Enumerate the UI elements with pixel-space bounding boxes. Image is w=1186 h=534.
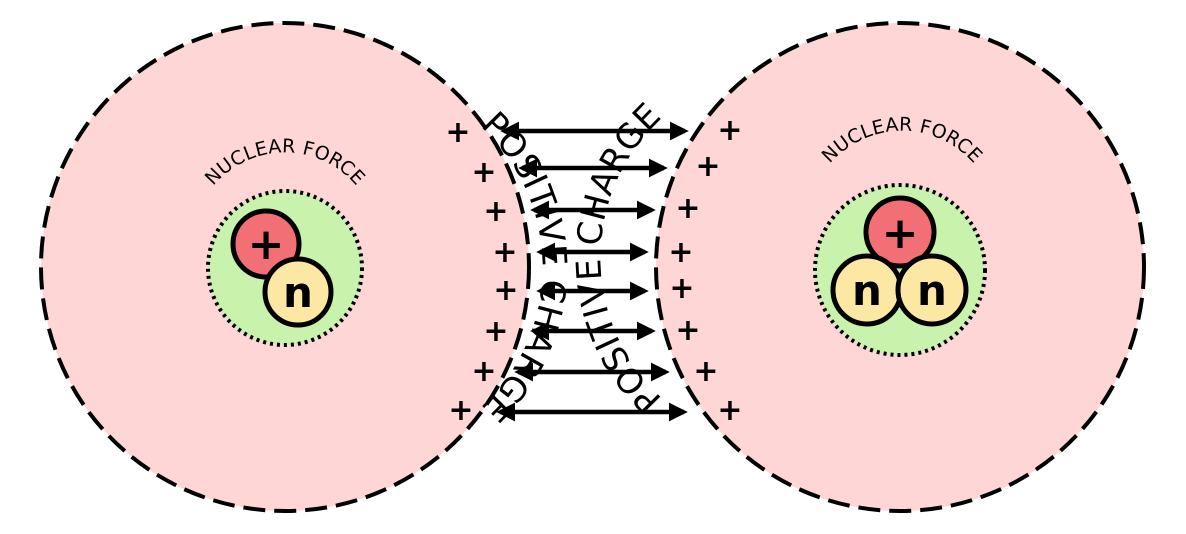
charge-plus-symbol: + bbox=[471, 155, 496, 190]
neutron-n-symbol: n bbox=[283, 268, 313, 317]
charge-plus-symbol: + bbox=[695, 149, 720, 184]
charge-plus-symbol: + bbox=[483, 194, 508, 229]
neutron-n-symbol: n bbox=[852, 266, 882, 315]
left-surface-charges: + + + + + + + + bbox=[445, 115, 518, 428]
charge-plus-symbol: + bbox=[675, 191, 700, 226]
charge-plus-symbol: + bbox=[693, 354, 718, 389]
charge-plus-symbol: + bbox=[668, 235, 693, 270]
charge-plus-symbol: + bbox=[471, 354, 496, 389]
charge-plus-symbol: + bbox=[483, 314, 508, 349]
charge-plus-symbol: + bbox=[492, 235, 517, 270]
left-neutron: n bbox=[262, 256, 334, 328]
right-neutron-right: n bbox=[895, 253, 969, 327]
charge-plus-symbol: + bbox=[675, 313, 700, 348]
proton-plus-symbol: + bbox=[248, 219, 285, 270]
charge-plus-symbol: + bbox=[445, 115, 470, 150]
charge-plus-symbol: + bbox=[448, 393, 473, 428]
repulsion-arrows bbox=[496, 121, 689, 422]
right-proton: + bbox=[863, 195, 937, 269]
charge-plus-symbol: + bbox=[669, 271, 694, 306]
charge-plus-symbol: + bbox=[717, 393, 742, 428]
charge-plus-symbol: + bbox=[493, 273, 518, 308]
neutron-n-symbol: n bbox=[917, 266, 947, 315]
proton-plus-symbol: + bbox=[882, 208, 919, 259]
right-surface-charges: + + + + + + + + bbox=[668, 113, 742, 428]
charge-plus-symbol: + bbox=[717, 113, 742, 148]
right-neutron-left: n bbox=[830, 253, 904, 327]
